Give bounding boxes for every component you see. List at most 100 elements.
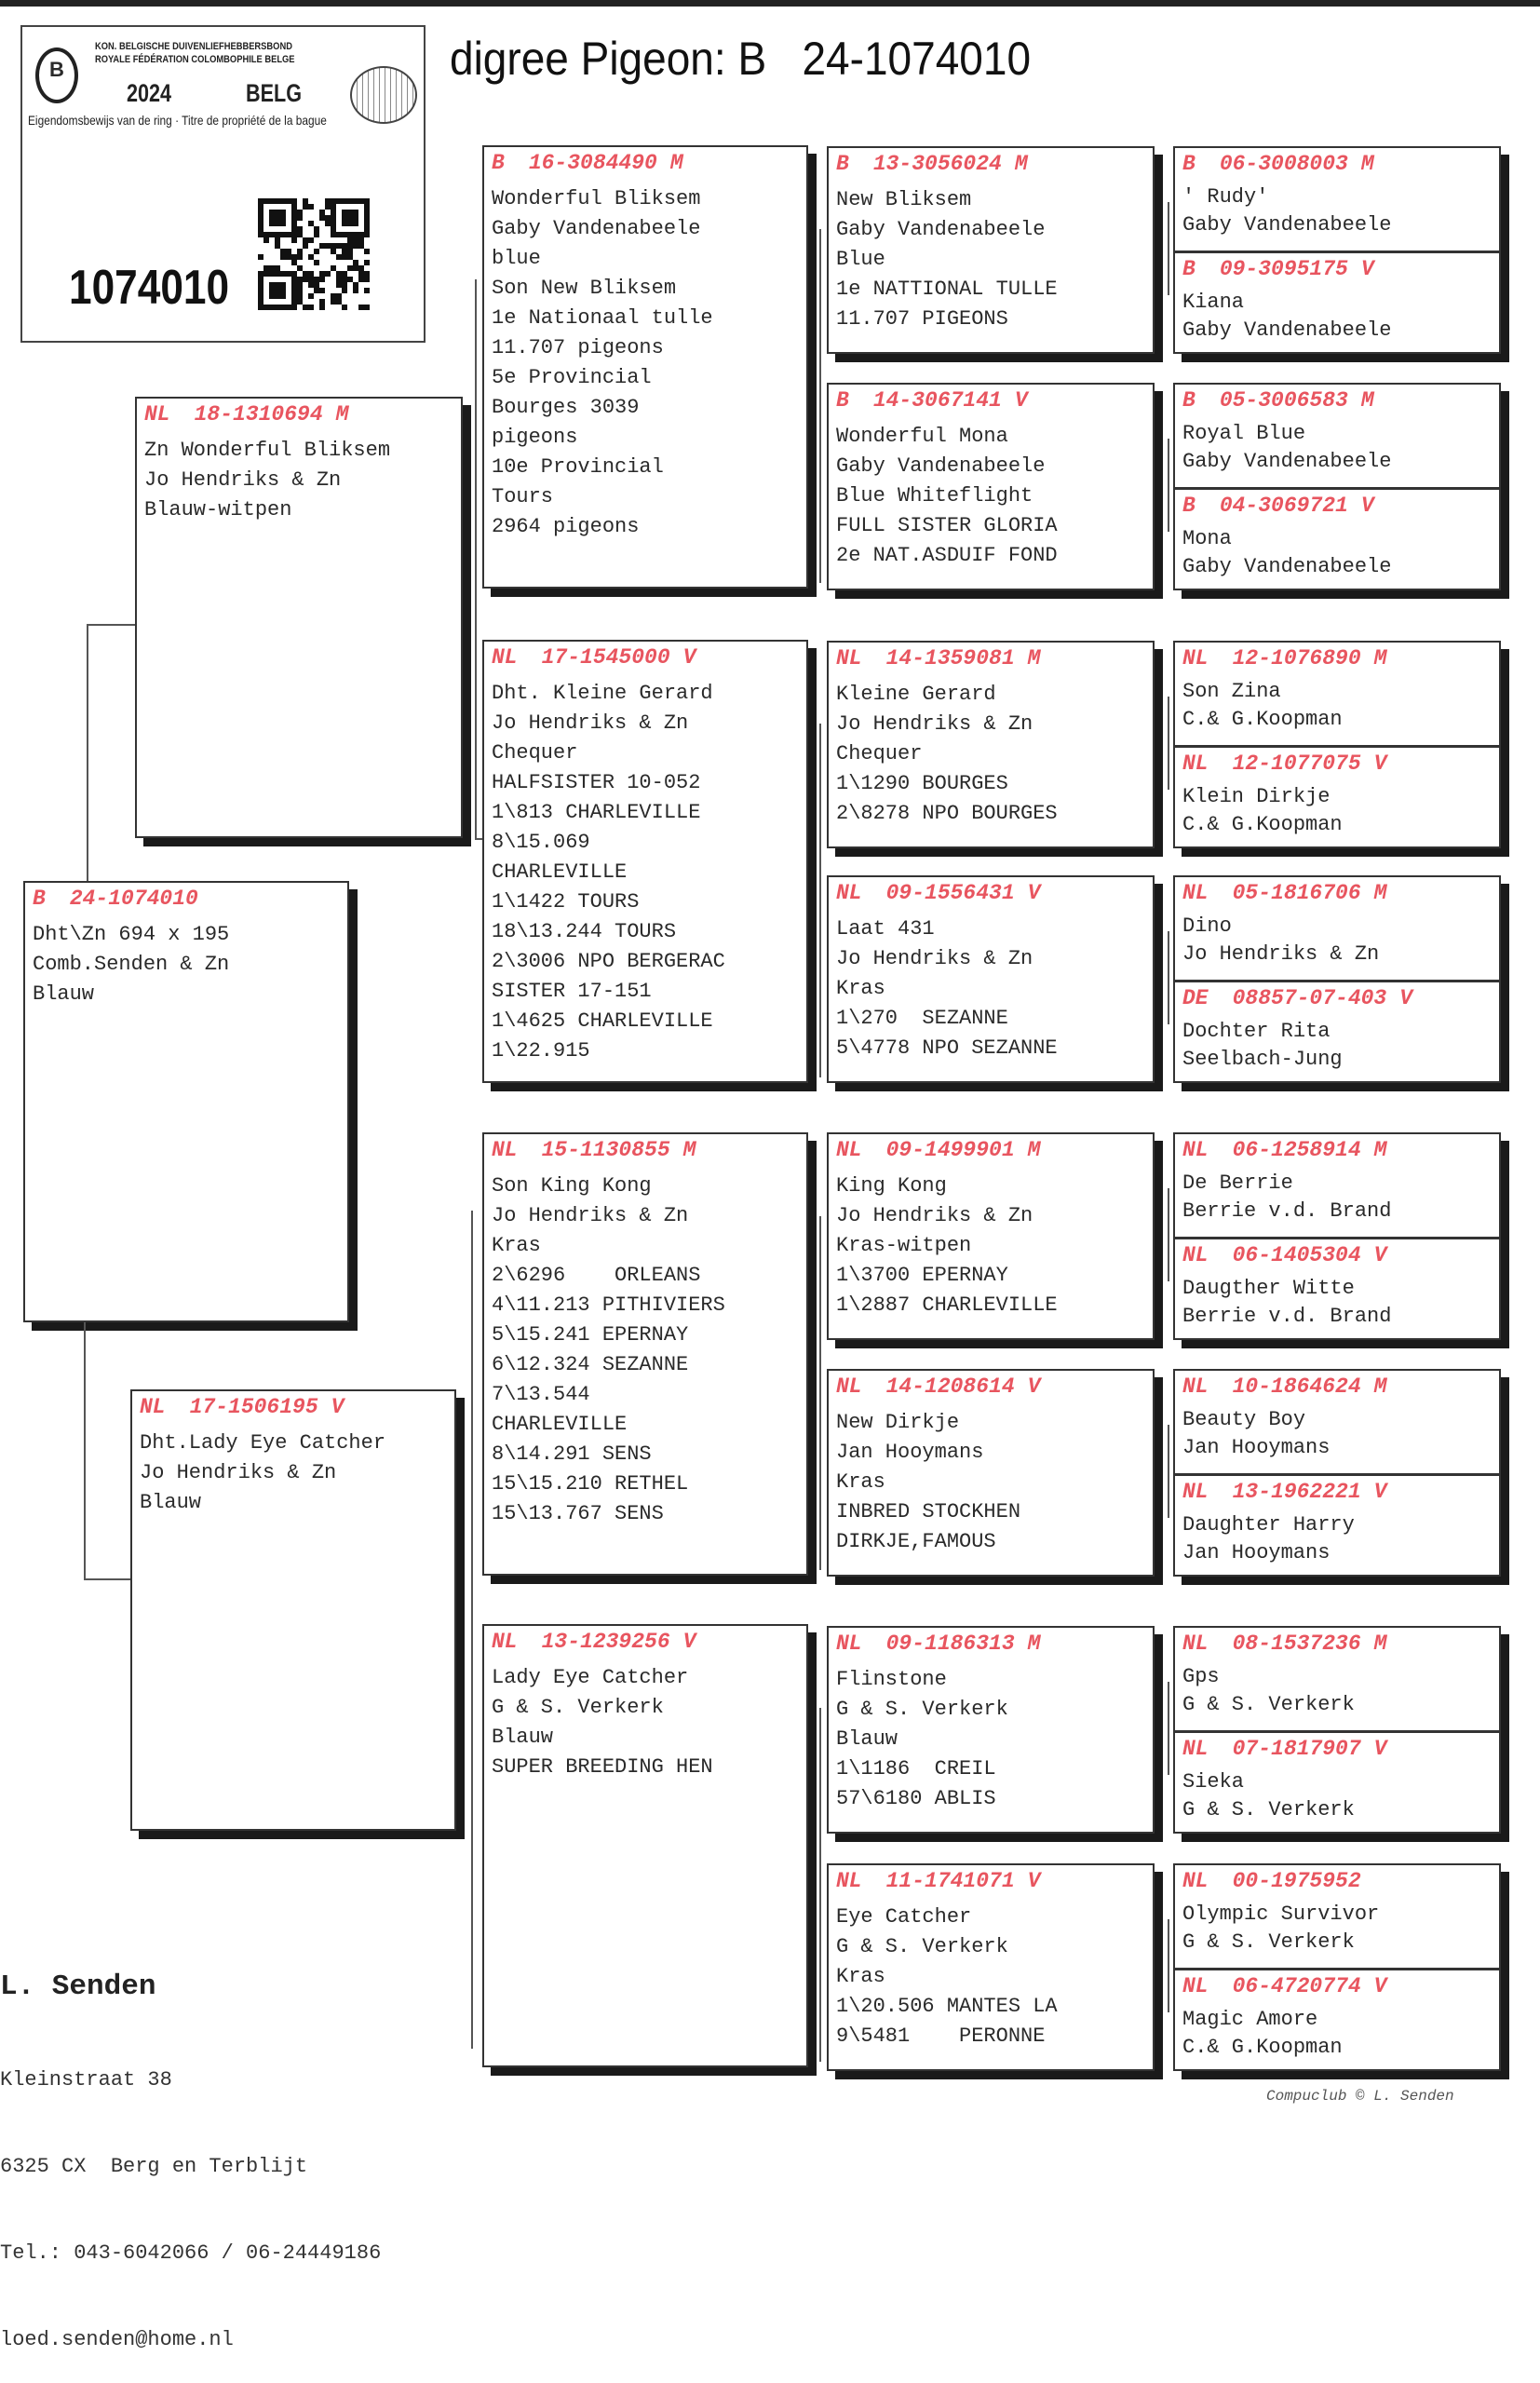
- detail-line: 2964 pigeons: [492, 515, 640, 538]
- detail-line: King Kong: [836, 1174, 947, 1198]
- detail-line: Son New Bliksem: [492, 277, 677, 300]
- connector-line: [819, 1708, 821, 2062]
- detail-line: Jo Hendriks & Zn: [1182, 942, 1380, 966]
- detail-line: Zn Wonderful Bliksem: [144, 439, 391, 462]
- sex-marker: V: [682, 645, 696, 670]
- country-code: B: [1182, 493, 1196, 518]
- country-code: B: [836, 152, 849, 176]
- breeder-email[interactable]: loed.senden@home.nl: [0, 2328, 234, 2351]
- detail-line: CHARLEVILLE: [492, 860, 628, 884]
- detail-line: DIRKJE,FAMOUS: [836, 1530, 996, 1553]
- sex-marker: M: [1360, 152, 1374, 176]
- detail-line: Kras: [836, 977, 885, 1000]
- detail-line: Blue: [836, 248, 885, 271]
- country-code: NL: [836, 1632, 862, 1656]
- detail-line: Flinstone: [836, 1668, 947, 1691]
- detail-line: Gaby Vandenabeele: [1182, 213, 1392, 237]
- globe-logo-icon: [350, 66, 417, 124]
- country-code: NL: [1182, 751, 1209, 776]
- detail-line: Jan Hooymans: [1182, 1540, 1331, 1564]
- ring-number: 17-1506195: [189, 1395, 318, 1419]
- detail-line: FULL SISTER GLORIA: [836, 514, 1058, 537]
- sex-marker: M: [1027, 1632, 1041, 1656]
- detail-line: G & S. Verkerk: [1182, 1797, 1355, 1821]
- ring-number: 14-1208614: [885, 1374, 1015, 1399]
- connector-line: [87, 624, 88, 881]
- sex-marker: M: [682, 1138, 696, 1162]
- detail-line: blue: [492, 247, 541, 270]
- ownership-caption: Eigendomsbewijs van de ring · Titre de p…: [28, 113, 327, 128]
- sex-marker: V: [1027, 881, 1041, 905]
- country-code: NL: [1182, 1869, 1209, 1893]
- detail-line: New Dirkje: [836, 1411, 960, 1434]
- federation-name-fr: ROYALE FÉDÉRATION COLOMBOPHILE BELGE: [95, 54, 295, 65]
- detail-line: Blauw: [33, 982, 95, 1006]
- detail-line: ' Rudy': [1182, 185, 1269, 209]
- sex-marker: V: [1360, 256, 1374, 281]
- detail-line: 9\5481 PERONNE: [836, 2024, 1046, 2048]
- detail-line: SISTER 17-151: [492, 980, 652, 1003]
- scan-edge: [0, 0, 1540, 7]
- detail-line: 1\4625 CHARLEVILLE: [492, 1009, 713, 1033]
- country-code: NL: [1182, 1632, 1209, 1656]
- ring-number: 1074010: [69, 261, 230, 315]
- detail-line: C.& G.Koopman: [1182, 2035, 1343, 2059]
- sex-marker: M: [335, 402, 349, 427]
- detail-line: G & S. Verkerk: [836, 1935, 1008, 1958]
- detail-line: 1e NATTIONAL TULLE: [836, 278, 1058, 301]
- ring-number: 07-1817907: [1232, 1736, 1361, 1761]
- sex-marker: V: [1373, 1736, 1387, 1761]
- breeder-name: L. Senden: [0, 1970, 156, 2003]
- detail-line: Laat 431: [836, 917, 935, 941]
- detail-line: 2\6296 ORLEANS: [492, 1264, 701, 1287]
- detail-line: Gaby Vandenabeele: [836, 218, 1046, 241]
